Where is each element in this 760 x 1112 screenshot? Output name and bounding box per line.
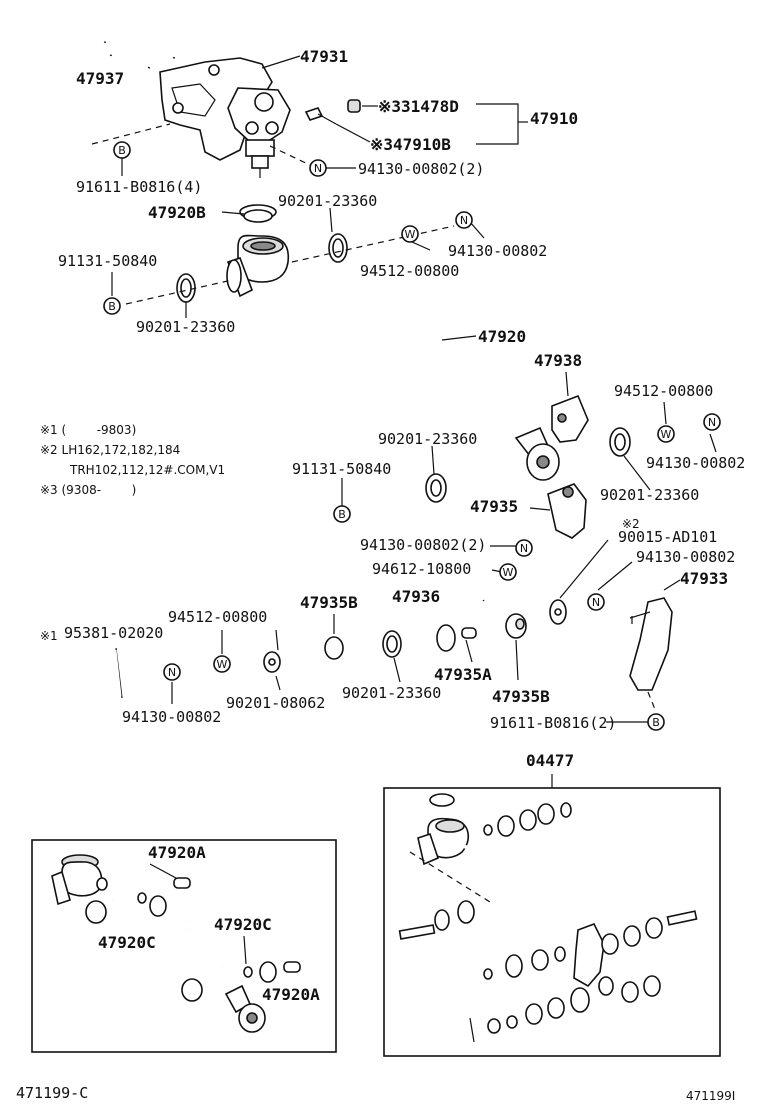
code-b-4: B (647, 713, 665, 731)
label-47935: 47935 (470, 497, 518, 516)
bracket-assembly (103, 40, 361, 178)
label-47920c-b: 47920C (214, 915, 272, 934)
label-91131-b: 91131-50840 (292, 460, 391, 478)
label-90201-08062: 90201-08062 (226, 694, 325, 712)
bushing-47935b-left (324, 636, 344, 660)
note-1: ※1 ( -9803) (40, 423, 136, 437)
code-n-2: N (455, 211, 473, 229)
bolt-47936 (436, 599, 485, 652)
label-90201-c: 90201-23360 (378, 430, 477, 448)
plug-31478d (347, 99, 361, 113)
label-94612: 94612-10800 (372, 560, 471, 578)
svg-text:N: N (314, 162, 322, 175)
label-91131-a: 91131-50840 (58, 252, 157, 270)
label-47937: 47937 (76, 69, 124, 88)
label-47938: 47938 (534, 351, 582, 370)
svg-text:W: W (503, 566, 514, 579)
note-3: ※3 (9308- ) (40, 483, 136, 497)
svg-text:B: B (108, 300, 116, 313)
svg-text:N: N (708, 416, 716, 429)
label-95381-mark: ※1 (40, 629, 58, 643)
label-94512-c: 94512-00800 (168, 608, 267, 626)
code-b-1: B (113, 141, 131, 159)
label-91611-2: 91611-B0816(2) (490, 714, 616, 732)
code-n-5: N (587, 593, 605, 611)
svg-text:W: W (217, 658, 228, 671)
label-90201-d: 90201-23360 (600, 486, 699, 504)
label-47910: 47910 (530, 109, 578, 128)
code-b-2: B (103, 297, 121, 315)
label-94130-2b: 94130-00802(2) (360, 536, 486, 554)
label-94130-a: 94130-00802 (448, 242, 547, 260)
label-94512-a: 94512-00800 (360, 262, 459, 280)
clip-47938 (551, 394, 589, 443)
label-47933: 47933 (680, 569, 728, 588)
label-47935b-a: 47935B (300, 593, 358, 612)
label-90201-b: 90201-23360 (136, 318, 235, 336)
code-w-3: W (499, 563, 517, 581)
label-94130-b: 94130-00802 (646, 454, 745, 472)
code-w-2: W (657, 425, 675, 443)
label-47910b: ※347910B (370, 135, 451, 154)
bolt-47910b (304, 107, 324, 121)
label-47920c-a: 47920C (98, 933, 156, 952)
footer-left: 471199-C (16, 1084, 88, 1102)
cotter-pin-95381 (115, 647, 123, 699)
svg-text:N: N (520, 542, 528, 555)
label-95381: 95381-02020 (64, 624, 163, 642)
label-47931: 47931 (300, 47, 348, 66)
bolt-47937 (103, 40, 176, 69)
code-b-3: B (333, 505, 351, 523)
code-n-3: N (703, 413, 721, 431)
svg-text:N: N (460, 214, 468, 227)
label-47920a-b: 47920A (262, 985, 320, 1004)
inset-contents (51, 854, 301, 1033)
label-47920a-a: 47920A (148, 843, 206, 862)
code-n-4: N (515, 539, 533, 557)
label-47935b-b: 47935B (492, 687, 550, 706)
svg-text:B: B (652, 716, 660, 729)
svg-text:B: B (118, 144, 126, 157)
svg-text:N: N (168, 666, 176, 679)
svg-text:B: B (338, 508, 346, 521)
note-2b: TRH102,112,12#.COM,V1 (69, 463, 225, 477)
bushing-47935 (547, 483, 587, 539)
code-w-1: W (401, 225, 419, 243)
kit-04477-contents (398, 793, 698, 1043)
code-w-4: W (213, 655, 231, 673)
label-90201-a: 90201-23360 (278, 192, 377, 210)
label-90015: 90015-AD101 (618, 528, 717, 546)
label-94130-c: 94130-00802 (636, 548, 735, 566)
label-47920b: 47920B (148, 203, 206, 222)
footer-right: 471199I (686, 1089, 735, 1103)
label-note-2-mark: ※2 (622, 517, 640, 531)
code-n-1: N (309, 159, 327, 177)
label-94512-b: 94512-00800 (614, 382, 713, 400)
plate-47933 (629, 597, 673, 691)
label-94130-2a: 94130-00802(2) (358, 160, 484, 178)
svg-text:W: W (661, 428, 672, 441)
label-94130-d: 94130-00802 (122, 708, 221, 726)
svg-text:W: W (405, 228, 416, 241)
cable-47920 (226, 204, 560, 481)
label-31478d: ※331478D (378, 97, 459, 116)
label-47936: 47936 (392, 587, 440, 606)
label-47935a: 47935A (434, 665, 492, 684)
label-91611-4: 91611-B0816(4) (76, 178, 202, 196)
code-n-6: N (163, 663, 181, 681)
label-47920: 47920 (478, 327, 526, 346)
note-2: ※2 LH162,172,182,184 (40, 443, 180, 457)
label-90201-e: 90201-23360 (342, 684, 441, 702)
label-04477: 04477 (526, 751, 574, 770)
svg-text:N: N (592, 596, 600, 609)
